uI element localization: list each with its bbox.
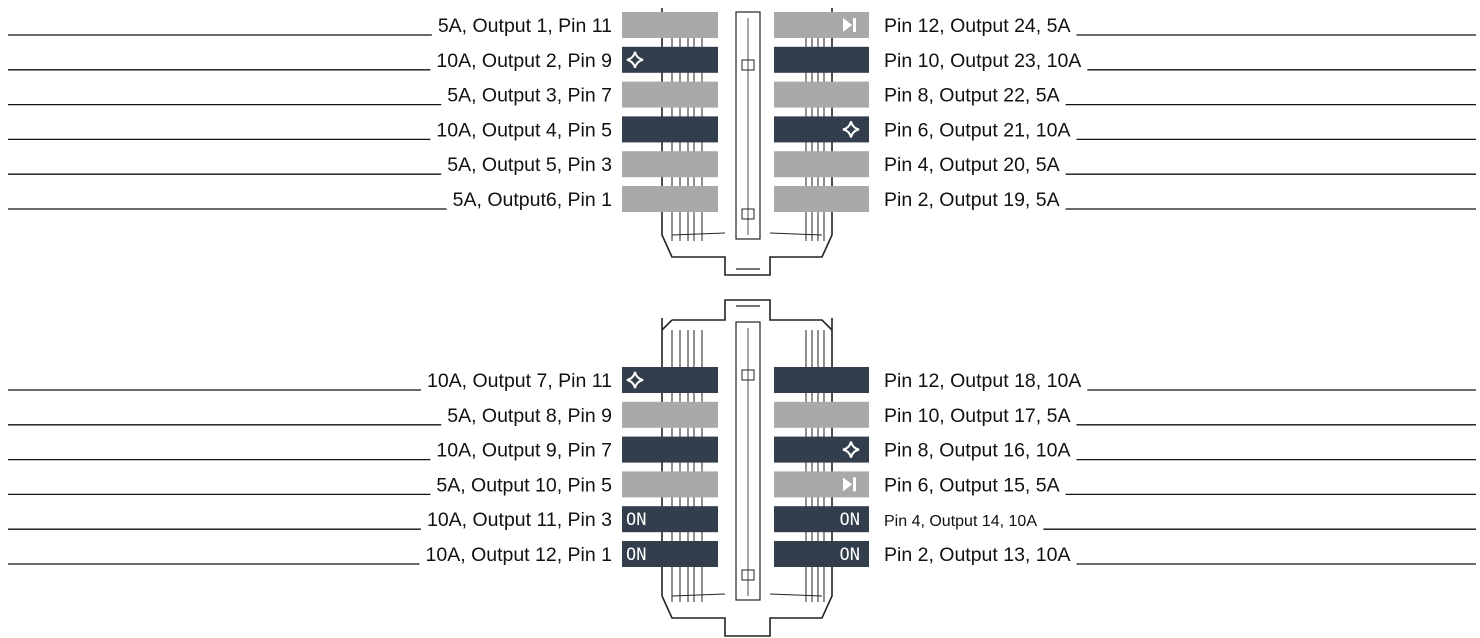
terminal-bar-10a [622,46,718,73]
relay-block-lower: 10A, Output 7, Pin 11 5A, Output 8, Pin 9… [8,299,1476,637]
center-slot [735,321,761,601]
pin-label: 5A, Output 10, Pin 5 [436,474,612,496]
pin-label: Pin 4, Output 14, 10A [884,513,1037,530]
right-row: Pin 2, Output 19, 5A [774,186,1476,212]
housing-skirt [671,593,823,597]
right-row: Pin 8, Output 16, 10A [774,436,1476,463]
pin-label: Pin 12, Output 18, 10A [884,370,1081,392]
pin-label: Pin 10, Output 17, 5A [884,405,1070,427]
terminal-bar-10a [622,436,718,463]
left-row: 5A, Output 3, Pin 7 [8,81,718,108]
right-row: Pin 8, Output 22, 5A [774,81,1476,108]
left-row: 10A, Output 4, Pin 5 [8,116,718,143]
terminal-bar-10a [774,116,869,143]
pin-label: Pin 6, Output 21, 10A [884,119,1070,141]
right-row: Pin 6, Output 21, 10A [774,116,1476,143]
terminal-bar-5a [622,151,718,178]
housing-top-edge [661,319,673,331]
play-bar-icon-bar [853,477,856,492]
terminal-bar-10a [622,506,718,533]
right-row: Pin 10, Output 17, 5A [774,401,1476,428]
terminal-bar-5a [622,186,718,212]
center-slot [735,11,761,240]
left-row: 10A, Output 2, Pin 9 [8,46,718,73]
play-bar-icon [843,477,852,492]
pin-label: Pin 8, Output 22, 5A [884,85,1060,107]
on-badge: ON [626,510,646,530]
terminal-bar-10a [622,541,718,567]
play-bar-icon-bar [853,18,856,32]
diamond-star-icon [626,371,644,389]
terminal-bar-10a [622,367,718,393]
terminal-bar-10a [774,506,869,533]
housing-skirt [671,232,823,236]
left-row: ON 10A, Output 11, Pin 3 [8,506,718,533]
terminal-bar-5a [774,81,869,108]
pin-label: Pin 6, Output 15, 5A [884,474,1060,496]
terminal-bar-5a [622,471,718,498]
terminal-bar-5a [774,151,869,178]
terminal-bar-10a [774,46,869,73]
housing-outline [661,8,833,276]
left-row: 5A, Output 10, Pin 5 [8,471,718,498]
right-row: Pin 12, Output 18, 10A [774,367,1476,393]
right-row: Pin 4, Output 20, 5A [774,151,1476,178]
diamond-star-icon [626,51,644,69]
terminal-bar-10a [774,436,869,463]
pin-label: Pin 2, Output 19, 5A [884,189,1060,211]
pin-label: 5A, Output6, Pin 1 [453,189,612,211]
housing-outline [661,318,833,637]
left-row: ON 10A, Output 12, Pin 1 [8,541,718,567]
on-badge: ON [840,510,860,530]
center-key [741,208,755,220]
right-row: ON Pin 2, Output 13, 10A [774,541,1476,567]
housing-top [672,299,833,331]
pin-label: 10A, Output 12, Pin 1 [426,544,612,566]
right-row: Pin 12, Output 24, 5A [774,12,1476,38]
terminal-bar-10a [622,116,718,143]
diamond-star-icon [842,121,860,138]
center-key [741,369,755,381]
right-row: Pin 10, Output 23, 10A [774,46,1476,73]
pin-label: 5A, Output 5, Pin 3 [447,154,612,176]
on-badge: ON [626,545,646,565]
pin-label: 10A, Output 4, Pin 5 [436,119,612,141]
pin-label: Pin 8, Output 16, 10A [884,440,1070,462]
pin-label: Pin 2, Output 13, 10A [884,544,1070,566]
pin-label: Pin 10, Output 23, 10A [884,50,1081,72]
center-key [741,569,755,581]
pin-label: 5A, Output 3, Pin 7 [447,85,612,107]
pin-label: 10A, Output 2, Pin 9 [436,50,612,72]
pin-label: 10A, Output 9, Pin 7 [436,440,612,462]
right-row: Pin 6, Output 15, 5A [774,471,1476,498]
left-row: 5A, Output 5, Pin 3 [8,151,718,178]
terminal-bar-5a [774,186,869,212]
right-row: ON Pin 4, Output 14, 10A [774,506,1476,533]
play-bar-icon [843,18,852,32]
terminal-bar-10a [774,541,869,567]
left-row: 5A, Output 8, Pin 9 [8,401,718,428]
center-key [741,59,755,71]
pin-label: Pin 4, Output 20, 5A [884,154,1060,176]
pin-label: 10A, Output 7, Pin 11 [427,370,612,392]
terminal-bar-5a [774,401,869,428]
left-row: 5A, Output6, Pin 1 [8,186,718,212]
left-row: 10A, Output 9, Pin 7 [8,436,718,463]
pin-label: Pin 12, Output 24, 5A [884,15,1070,37]
terminal-bar-5a [622,12,718,38]
terminal-bar-10a [774,367,869,393]
pin-label: 5A, Output 8, Pin 9 [447,405,612,427]
terminal-bar-5a [622,81,718,108]
diamond-star-icon [842,441,860,458]
left-row: 5A, Output 1, Pin 11 [8,12,718,38]
relay-block-upper: 5A, Output 1, Pin 11 10A, Output 2, Pin 9… [8,8,1476,276]
left-row: 10A, Output 7, Pin 11 [8,367,718,393]
on-badge: ON [840,545,860,565]
pin-label: 10A, Output 11, Pin 3 [427,509,612,531]
terminal-bar-5a [622,401,718,428]
pin-label: 5A, Output 1, Pin 11 [438,15,612,37]
